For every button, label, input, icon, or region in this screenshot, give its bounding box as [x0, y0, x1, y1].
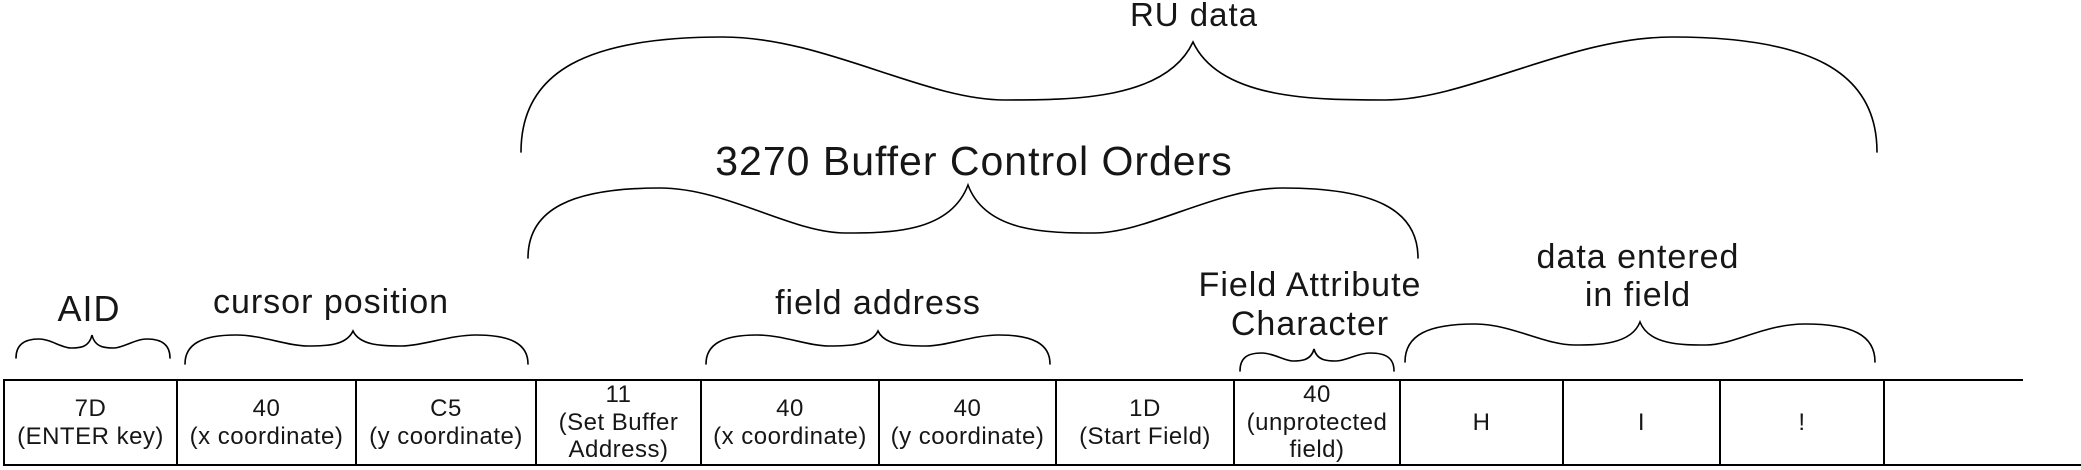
cell-value: ! [1798, 408, 1806, 436]
field-attribute-label: Field Attribute Character [1199, 266, 1422, 345]
buffer-control-orders-label: 3270 Buffer Control Orders [715, 138, 1233, 184]
aid-brace [15, 334, 171, 359]
cell-desc: (x coordinate) [713, 422, 867, 450]
field-attribute-label-line2: Character [1230, 305, 1390, 344]
cell-value: I [1637, 408, 1646, 436]
table-cell-cursor-x: 40 (x coordinate) [176, 379, 355, 466]
table-cell-cursor-y: C5 (y coordinate) [355, 379, 535, 466]
table-cell-field-x: 40 (x coordinate) [700, 379, 878, 466]
data-entered-label: data entered in field [1537, 238, 1740, 314]
cell-desc: (y coordinate) [890, 422, 1045, 450]
table-cell-data-1: H [1399, 379, 1562, 466]
field-attribute-label-line1: Field Attribute [1198, 266, 1422, 304]
table-cell-data-3: ! [1719, 379, 1883, 466]
cell-value: 11 [605, 380, 632, 408]
table-cell-set-buffer-address: 11 (Set Buffer Address) [535, 379, 700, 466]
buffer-control-orders-brace [527, 182, 1419, 259]
data-entered-label-line1: data entered [1536, 238, 1740, 276]
data-entered-brace [1404, 319, 1876, 363]
cell-value: 1D [1129, 394, 1161, 422]
cell-desc: (x coordinate) [189, 422, 344, 450]
cell-value: C5 [430, 394, 462, 422]
ru-data-label: RU data [1129, 0, 1259, 33]
cell-desc: (ENTER key) [17, 422, 164, 450]
aid-label: AID [57, 288, 121, 329]
table-cell-data-2: I [1562, 379, 1719, 466]
field-address-label: field address [775, 284, 981, 322]
table-cell-attribute: 40 (unprotected field) [1233, 379, 1399, 466]
cell-desc: (Start Field) [1079, 422, 1211, 450]
field-attribute-brace [1239, 348, 1395, 372]
table-cell-field-y: 40 (y coordinate) [878, 379, 1055, 466]
cell-value: 40 [953, 394, 982, 422]
table-cell-empty [1883, 379, 2023, 466]
table-bottom-border [3, 464, 2081, 466]
cell-value: 40 [776, 394, 804, 422]
cursor-position-brace [184, 329, 529, 365]
data-entered-label-line2: in field [1584, 276, 1692, 315]
cell-desc: (y coordinate) [369, 422, 523, 450]
cell-desc: (unprotected field) [1246, 408, 1388, 464]
field-address-brace [705, 329, 1051, 365]
cell-value: 7D [74, 394, 107, 422]
cursor-position-label: cursor position [212, 283, 450, 321]
cell-value: H [1472, 408, 1491, 436]
ru-data-brace [520, 36, 1878, 153]
table-cell-start-field: 1D (Start Field) [1055, 379, 1233, 466]
cell-value: 40 [252, 394, 281, 422]
cell-value: 40 [1303, 380, 1331, 408]
cell-desc: (Set Buffer Address) [558, 408, 679, 464]
table-top-border [3, 379, 2023, 381]
table-cell-aid: 7D (ENTER key) [3, 379, 176, 466]
